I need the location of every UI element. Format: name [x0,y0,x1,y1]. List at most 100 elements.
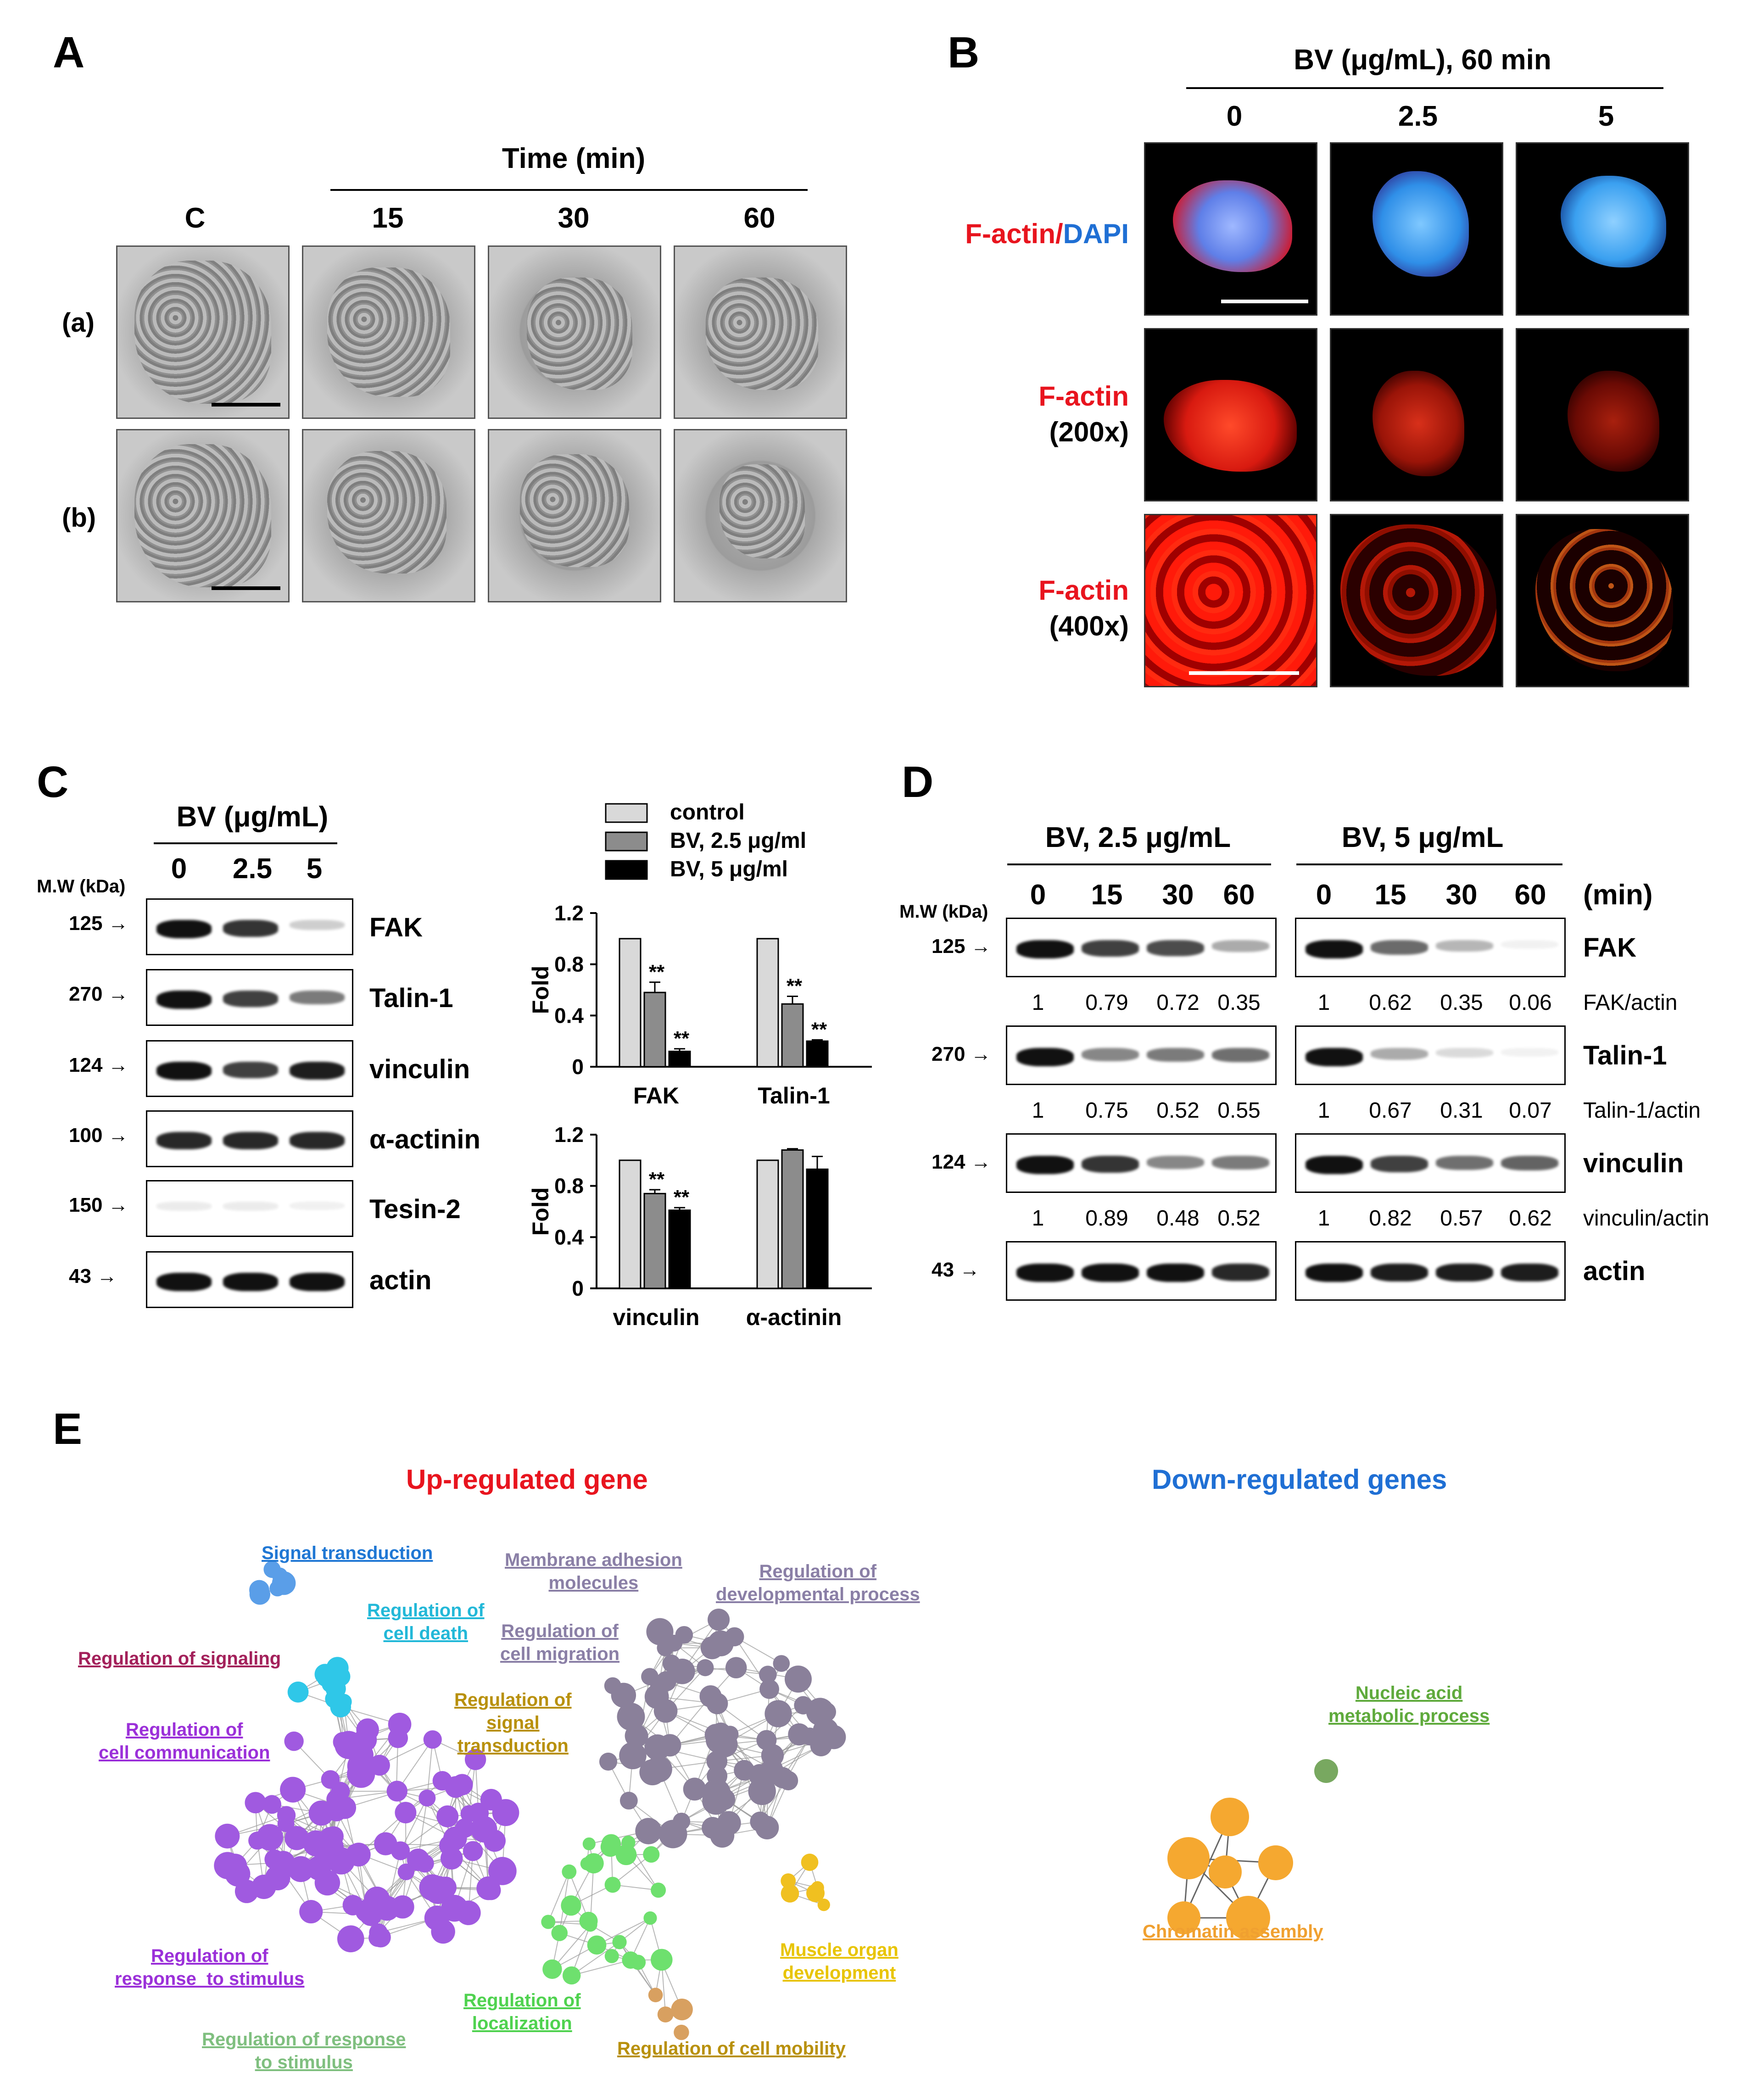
densitometry-ratio: 1 [1317,991,1330,1015]
panel-b-row-label-2: F-actin (200x) [954,379,1129,450]
network-node [325,1689,344,1709]
western-blot-4 [146,1110,353,1167]
densitometry-ratio: 0.79 [1085,991,1128,1015]
network-node [611,1682,636,1708]
network-edge [597,1917,651,1946]
panel-b-header-line [1186,87,1663,89]
time-label: 15 [1374,879,1406,911]
y-tick-label: 0.4 [554,1225,584,1249]
network-node [342,1894,363,1916]
western-blot-d-3-2 [1295,1133,1566,1193]
western-blot-d-2-1 [1006,1025,1277,1085]
significance-mark: ** [811,1018,827,1041]
network-node [356,1718,379,1741]
densitometry-ratio: 0.62 [1369,991,1412,1015]
network-node [619,1792,638,1810]
network-node [542,1959,562,1979]
network-node [658,1820,687,1849]
mw-marker: 43 → [69,1265,117,1287]
blot-band [1147,1156,1204,1169]
blot-band [1436,940,1493,952]
network-label-up: Regulation of developmental process [716,1561,920,1604]
blot-band [1501,940,1558,949]
blot-band [1212,1048,1269,1063]
network-node [725,1657,747,1678]
network-node [215,1823,240,1849]
network-node [370,1927,391,1948]
y-tick-label: 0.8 [554,953,584,976]
bar-FAK-2 [668,1051,691,1068]
network-node [391,1841,410,1860]
densitometry-ratio: 0.89 [1085,1206,1128,1231]
western-blot-d-1-1 [1006,918,1277,977]
bar-vinculin-1 [643,1192,666,1289]
network-label-up: Regulation of localization [463,1990,581,2033]
network-node [625,1724,648,1748]
network-label-up: Muscle organ development [780,1940,898,1983]
network-node [386,1781,407,1802]
panel-letter-a: A [53,28,85,77]
panel-d-group-2-line [1296,863,1562,865]
network-node [816,1702,837,1722]
fluorescence-factin-400x-0 [1144,514,1317,687]
panel-c-mw-label: M.W (kDa) [37,876,126,897]
legend-label-bv25: BV, 2.5 μg/ml [670,829,806,853]
blot-band [1371,940,1428,955]
western-blot-d-2-2 [1295,1025,1566,1085]
mw-marker: 125 → [69,912,128,935]
network-node [643,1846,660,1863]
network-node [337,1925,364,1953]
significance-mark: ** [649,961,665,983]
category-label: α-actinin [746,1304,842,1330]
blot-band [1306,1048,1363,1066]
network-node [285,1826,309,1850]
micrograph-b-30 [488,429,661,602]
blot-band [223,1273,278,1291]
ratio-label: Talin-1/actin [1583,1098,1701,1123]
network-node [635,1818,662,1844]
blot-band [1082,1264,1139,1282]
network-node [561,1895,581,1916]
network-node [617,1703,645,1731]
network-label-up: Regulation of signal transduction [454,1690,572,1756]
mw-marker: 270 → [69,983,128,1005]
network-edge [547,1872,570,1922]
network-label-down: Chromatin assembly [1143,1922,1323,1942]
blot-band [1306,1156,1363,1174]
network-node [477,1820,496,1839]
panel-b-row-label-3: F-actin (400x) [954,573,1129,644]
network-edge [396,1739,433,1792]
bar-vinculin-2 [668,1209,691,1289]
network-label-up: Signal transduction [262,1543,433,1563]
network-node [551,1925,568,1941]
network-edge [552,1924,591,1970]
panel-c-col-1: 2.5 [232,853,273,885]
y-axis-label: Fold [528,1187,553,1236]
protein-label: actin [369,1265,432,1295]
network-node [615,1844,637,1866]
network-node [604,1877,621,1893]
up-regulated-title: Up-regulated gene [406,1464,648,1495]
western-blot-3 [146,1040,353,1097]
western-blot-d-3-1 [1006,1133,1277,1193]
bar-Talin-1-0 [756,938,779,1068]
densitometry-ratio: 1 [1032,1098,1044,1123]
panel-d-mw-label: M.W (kDa) [899,902,988,922]
row-label-blue: DAPI [1063,218,1129,249]
micrograph-a-30 [488,245,661,419]
network-node [562,1966,581,1985]
blot-band [290,1202,345,1210]
network-node [284,1731,304,1751]
network-node [674,2024,689,2040]
network-node [646,1618,674,1645]
network-node [648,1988,663,2003]
protein-label: FAK [369,913,423,942]
time-label: 0 [1030,879,1046,911]
network-node [249,1584,270,1605]
network-node [750,1811,770,1832]
category-label: vinculin [613,1304,700,1330]
densitometry-ratio: 0.55 [1217,1098,1261,1123]
western-blot-d-4-1 [1006,1241,1277,1301]
protein-label: Talin-1 [1583,1041,1667,1070]
network-node [272,1567,288,1583]
